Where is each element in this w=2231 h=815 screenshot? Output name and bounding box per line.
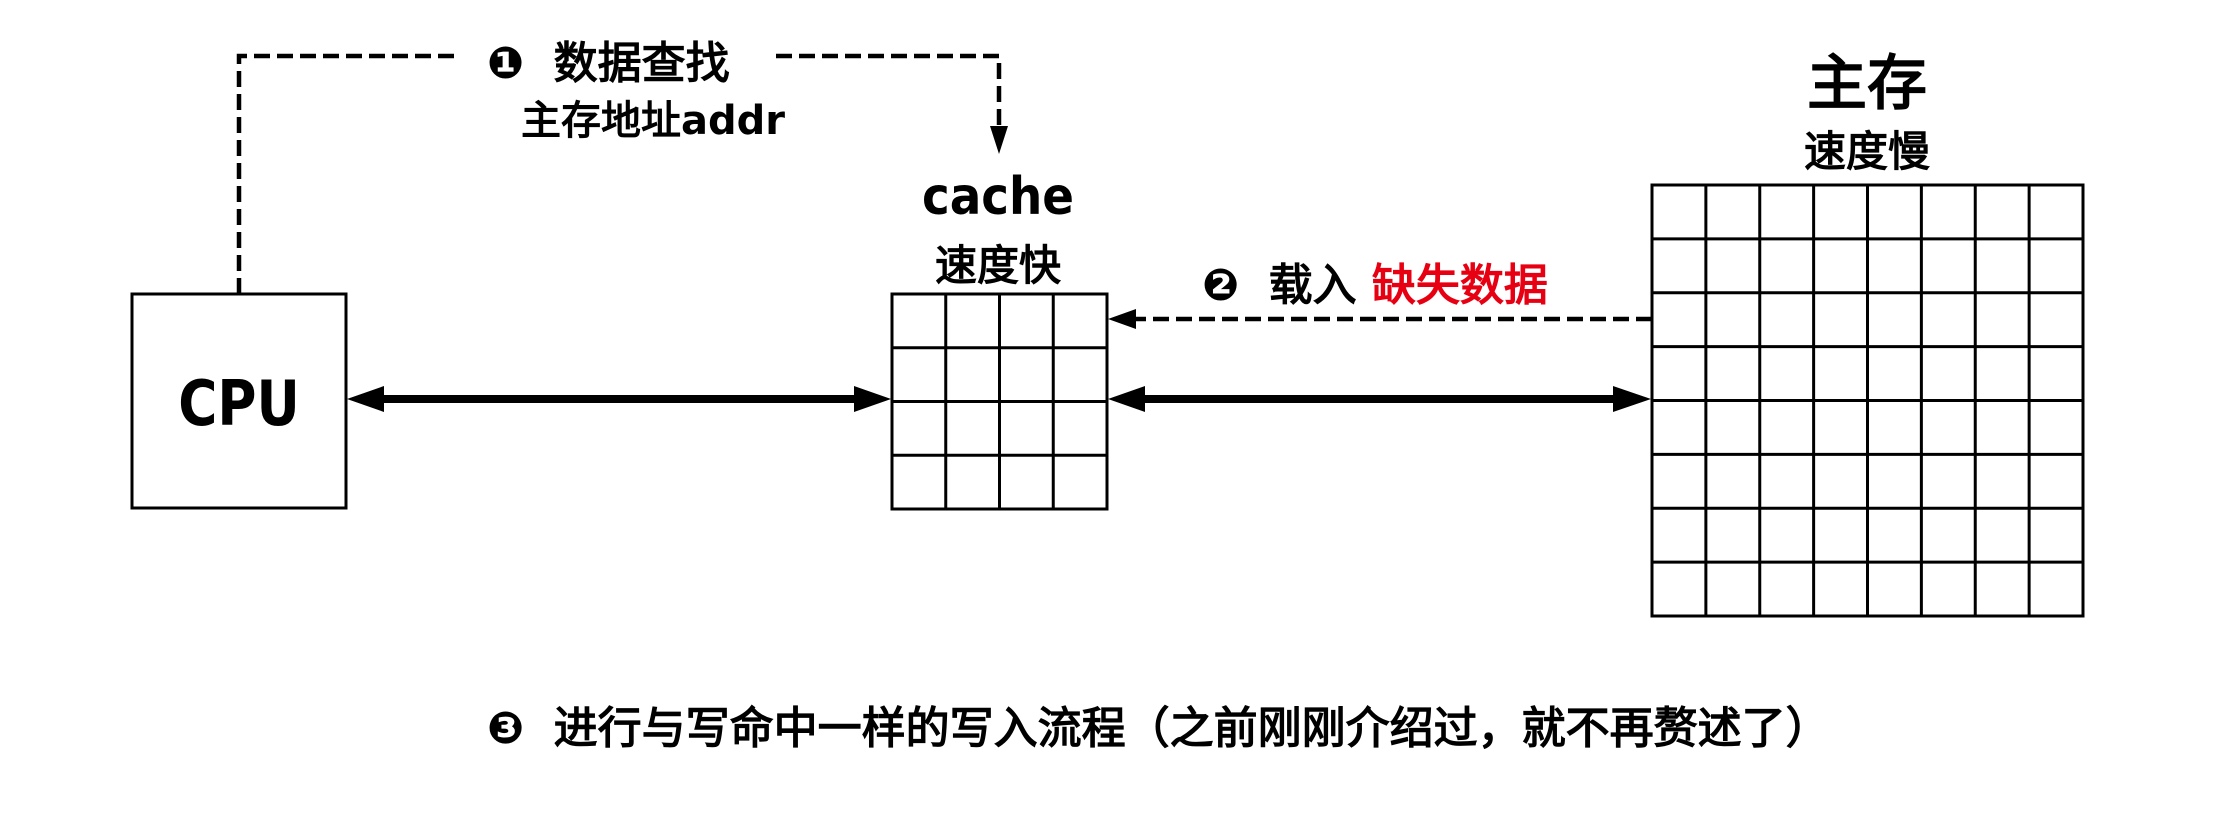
step-1-dashed-line-right (776, 53, 1002, 128)
cache-block: cache 速度快 (890, 166, 1109, 511)
step-3-number-icon: ❸ (487, 703, 524, 754)
arrowhead-right-icon (1613, 386, 1651, 412)
cpu-cache-link (347, 386, 891, 412)
step-1-connector: ❶ 数据查找 主存地址addr (236, 38, 1008, 294)
step-2-label: 载入 (1269, 260, 1357, 311)
step-1-label: 数据查找 (554, 38, 730, 89)
cpu-block: CPU (130, 292, 348, 510)
step-3-label: 进行与写命中一样的写入流程（之前刚刚介绍过，就不再赘述了） (554, 703, 1830, 754)
step-1-number-icon: ❶ (487, 38, 524, 89)
main-memory-speed-label: 速度慢 (1804, 127, 1931, 176)
step-1-dashed-line-left (236, 53, 461, 294)
step-1-title: ❶ 数据查找 (487, 38, 730, 89)
arrowhead-right-icon (854, 386, 891, 412)
cache-title: cache (922, 166, 1074, 227)
arrowhead-left-icon (347, 386, 384, 412)
step-2-title: ❷ 载入 缺失数据 (1202, 260, 1548, 311)
arrowhead-left-icon (1108, 386, 1145, 412)
step-3-caption: ❸ 进行与写命中一样的写入流程（之前刚刚介绍过，就不再赘述了） (487, 703, 1830, 754)
cache-grid (890, 292, 1109, 511)
main-memory-block: 主存 速度慢 (1650, 49, 2085, 618)
cpu-label: CPU (178, 367, 299, 440)
step-2-highlight-label: 缺失数据 (1372, 260, 1548, 311)
step-1-arrowhead-down-icon (990, 126, 1008, 154)
step-2-connector: ❷ 载入 缺失数据 (1108, 260, 1652, 329)
step-2-number-icon: ❷ (1202, 260, 1239, 311)
main-memory-title: 主存 (1807, 49, 1927, 119)
main-memory-grid (1650, 183, 2085, 618)
cache-speed-label: 速度快 (935, 241, 1062, 290)
step-2-arrowhead-left-icon (1108, 309, 1136, 329)
cpu-box (130, 292, 348, 510)
cache-memory-link (1108, 386, 1651, 412)
step-1-sublabel: 主存地址addr (521, 98, 785, 144)
